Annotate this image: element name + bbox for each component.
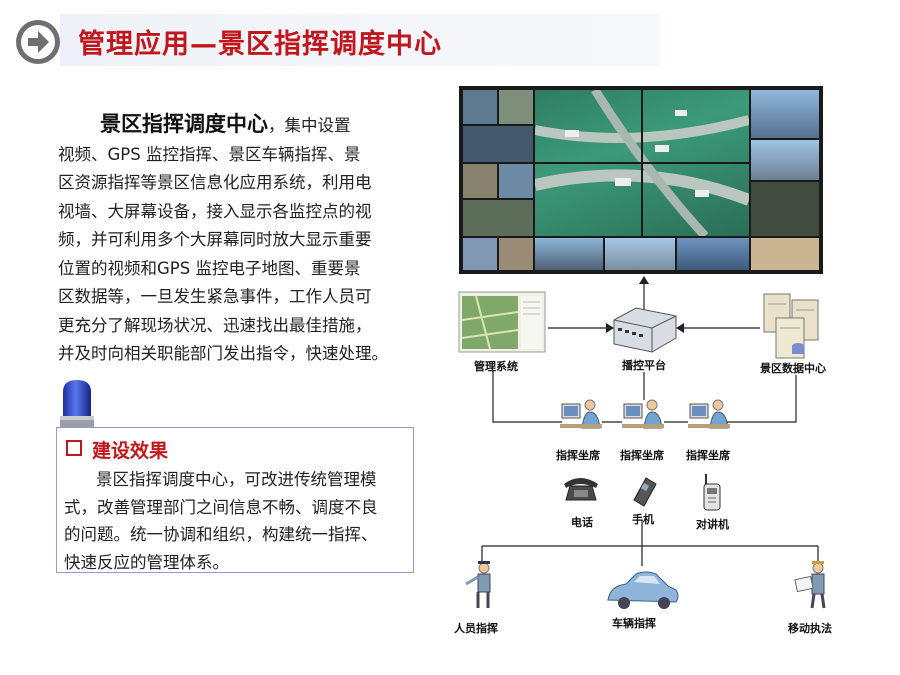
network-switch-icon xyxy=(613,307,677,353)
operator-seat-icon xyxy=(622,399,664,429)
camera-tile xyxy=(751,182,819,236)
effect-heading: 建设效果 xyxy=(66,436,168,463)
staff-command-label: 人员指挥 xyxy=(454,622,498,635)
camera-tile xyxy=(751,238,819,270)
mobile-phone-icon xyxy=(633,477,657,507)
walkie-talkie-icon xyxy=(703,474,721,511)
command-seat-label: 指挥坐席 xyxy=(620,449,664,462)
intro-line: 视墙、大屏幕设备，接入显示各监控点的视 xyxy=(58,201,372,221)
camera-tile xyxy=(751,90,819,138)
intro-line: 更充分了解现场状况、迅速找出最佳措施， xyxy=(58,315,372,335)
arrowhead xyxy=(676,323,684,333)
camera-tile xyxy=(463,90,497,124)
operator-seat-icon xyxy=(560,399,602,429)
siren-icon xyxy=(58,378,96,430)
arrow-right-icon xyxy=(16,20,60,64)
traffic-police-icon xyxy=(465,561,491,608)
command-seat-label: 指挥坐席 xyxy=(686,449,730,462)
camera-tile xyxy=(677,238,749,270)
vehicle-command-label: 车辆指挥 xyxy=(612,617,656,630)
camera-tile xyxy=(463,238,497,270)
camera-tile xyxy=(463,200,533,236)
camera-tile xyxy=(499,238,533,270)
arrowhead xyxy=(606,323,614,333)
effect-line: 景区指挥调度中心，可改进传统管理模 xyxy=(96,470,377,489)
dispatch-platform-label: 播控平台 xyxy=(622,359,666,372)
server-stack-icon xyxy=(763,293,819,359)
intro-line: 区资源指挥等景区信息化应用系统，利用电 xyxy=(58,173,372,192)
telephone-icon xyxy=(564,478,598,501)
intro-paragraph: 景区指挥调度中心，集中设置 视频、GPS 监控指挥、景区车辆指挥、景 区资源指挥… xyxy=(58,110,410,369)
intro-line: 视频、GPS 监控指挥、景区车辆指挥、景 xyxy=(58,144,361,164)
camera-tile xyxy=(463,126,533,162)
intro-line: 并及时向相关职能部门发出指令，快速处理。 xyxy=(58,344,388,363)
connector-line xyxy=(492,370,562,423)
walkie-talkie-label: 对讲机 xyxy=(696,518,729,531)
intro-line: 频，并可利用多个大屏幕同时放大显示重要 xyxy=(58,230,372,249)
map-screen-icon xyxy=(458,291,546,353)
title-band xyxy=(60,14,660,66)
intro-lead: 景区指挥调度中心 xyxy=(100,112,268,136)
car-icon xyxy=(607,571,679,609)
effect-line: 的问题。统一协调和组织，构建统一指挥、 xyxy=(64,525,378,544)
arrowhead xyxy=(639,276,649,284)
mgmt-system-label: 管理系统 xyxy=(474,360,518,373)
video-wall-image xyxy=(459,86,823,274)
camera-tile xyxy=(535,238,603,270)
telephone-label: 电话 xyxy=(571,516,593,529)
camera-tile xyxy=(499,164,533,198)
page-title: 管理应用—景区指挥调度中心 xyxy=(78,29,442,60)
mobile-law-label: 移动执法 xyxy=(788,622,832,635)
camera-tile xyxy=(605,238,675,270)
law-enforcement-officer-icon xyxy=(794,561,826,609)
square-bullet-icon xyxy=(66,440,82,456)
effect-line: 快速反应的管理体系。 xyxy=(64,552,229,572)
highway-camera-tile xyxy=(535,90,749,236)
effect-heading-text: 建设效果 xyxy=(92,440,169,462)
camera-tile xyxy=(499,90,533,124)
intro-line: 位置的视频和GPS 监控电子地图、重要景 xyxy=(58,258,361,278)
mobile-phone-label: 手机 xyxy=(632,513,654,526)
intro-line: 区数据等，一旦发生紧急事件，工作人员可 xyxy=(58,287,372,306)
effect-box xyxy=(56,427,414,573)
connector-line xyxy=(726,375,797,423)
intro-line: ，集中设置 xyxy=(268,116,351,135)
operator-seat-icon xyxy=(688,399,730,429)
data-center-label: 景区数据中心 xyxy=(760,362,826,375)
camera-tile xyxy=(463,164,497,198)
command-seat-label: 指挥坐席 xyxy=(556,449,600,462)
effect-line: 式，改善管理部门之间信息不畅、调度不良 xyxy=(64,497,378,517)
effect-paragraph: 景区指挥调度中心，可改进传统管理模 式，改善管理部门之间信息不畅、调度不良 的问… xyxy=(64,466,406,576)
camera-tile xyxy=(751,140,819,180)
